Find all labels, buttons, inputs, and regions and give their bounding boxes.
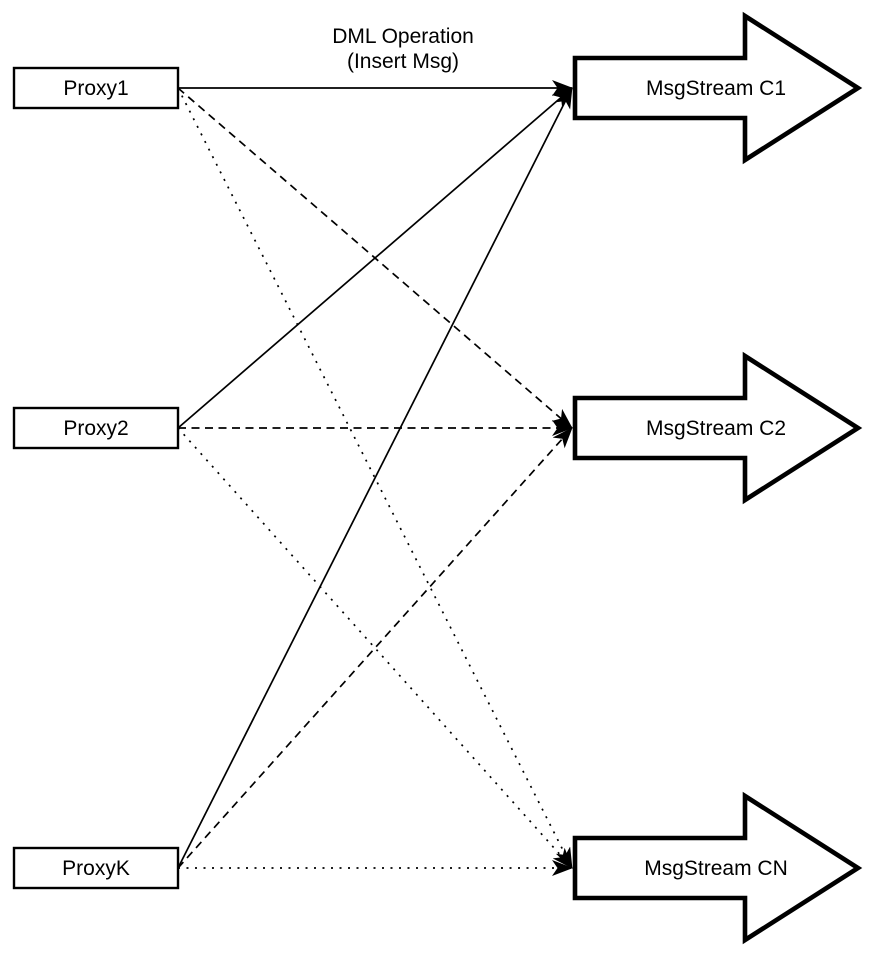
proxy-node: ProxyK [12,846,180,890]
proxy-node: Proxy2 [12,406,180,450]
msgstream-label: MsgStream CN [644,857,788,880]
edge-proxy2-to-c1 [177,87,573,429]
diagram-title-line2: (Insert Msg) [347,50,459,73]
proxy-node: Proxy1 [12,66,180,110]
msgstream-arrow-shape [572,351,863,505]
edge-proxyk-to-c2 [177,427,573,869]
msgstream-label: MsgStream C1 [646,77,786,100]
msgstream-node: MsgStream CN [572,791,863,945]
edge-proxy1-to-cn [177,87,573,869]
diagram-title: DML Operation (Insert Msg) [332,25,474,73]
msgstream-node: MsgStream C2 [572,351,863,505]
msgstream-node: MsgStream C1 [572,11,863,165]
diagram-title-line1: DML Operation [332,25,474,48]
msgstream-label: MsgStream C2 [646,417,786,440]
proxy-box [12,66,180,110]
msgstream-arrow-shape [572,11,863,165]
proxy-label: ProxyK [62,857,130,880]
proxy-label: Proxy2 [63,417,128,440]
proxy-box [12,406,180,450]
msgstream-arrow-shape [572,791,863,945]
edges-layer [177,80,573,876]
proxy-box [12,846,180,890]
proxy-label: Proxy1 [63,77,128,100]
edge-proxyk-to-c1 [177,87,573,869]
